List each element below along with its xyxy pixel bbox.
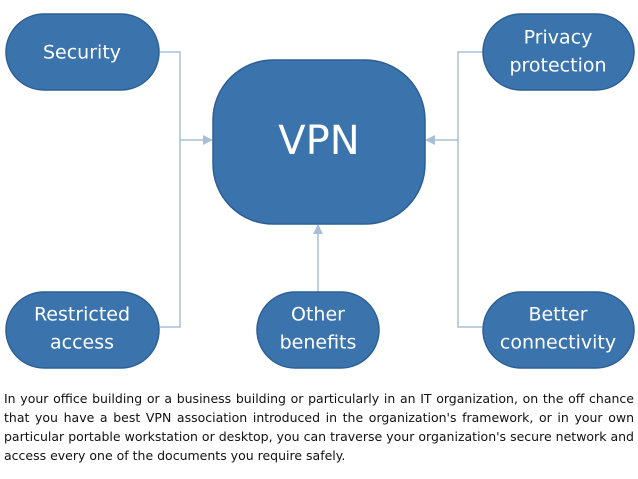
- node-other-benefits-line2: benefits: [280, 332, 357, 354]
- node-other-benefits-line1: Other: [291, 304, 345, 326]
- connector-restricted-access: [160, 140, 181, 328]
- node-vpn-label: VPN: [278, 118, 359, 164]
- node-vpn-center: VPN: [212, 59, 426, 225]
- node-privacy-protection: Privacy protection: [482, 13, 635, 91]
- node-privacy-protection-line1: Privacy: [524, 27, 593, 49]
- node-restricted-access: Restricted access: [5, 291, 160, 369]
- node-better-connectivity-line1: Better: [528, 304, 587, 326]
- vpn-benefits-diagram: Security Privacy protection VPN Restrict…: [5, 13, 635, 369]
- connector-security: [160, 51, 213, 145]
- node-security: Security: [5, 13, 160, 91]
- node-restricted-access-line2: access: [50, 332, 114, 354]
- node-better-connectivity-line2: connectivity: [500, 332, 616, 354]
- caption-paragraph: In your office building or a business bu…: [4, 391, 634, 463]
- connector-privacy-protection: [425, 51, 482, 145]
- node-other-benefits: Other benefits: [256, 291, 380, 369]
- connectors: [160, 51, 482, 328]
- node-restricted-access-line1: Restricted: [34, 304, 130, 326]
- node-security-label: Security: [43, 42, 121, 64]
- connector-better-connectivity: [457, 140, 482, 328]
- node-better-connectivity: Better connectivity: [482, 291, 635, 369]
- node-privacy-protection-line2: protection: [509, 55, 606, 77]
